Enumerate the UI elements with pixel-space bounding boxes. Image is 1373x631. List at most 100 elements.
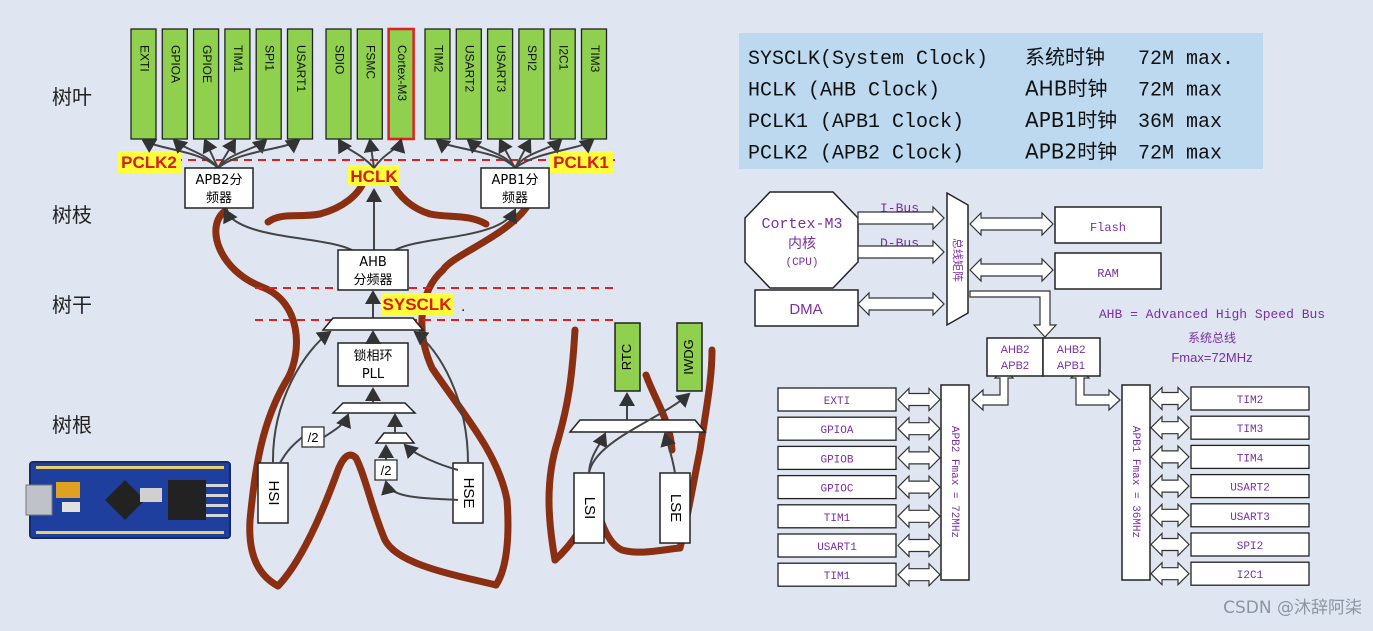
- apb1-peripheral-box: [1190, 561, 1310, 586]
- pll-source-mux: [331, 402, 417, 414]
- dbus-arrow: [857, 239, 945, 265]
- ahb-prescaler-line1: AHB: [359, 255, 387, 270]
- apb2-peripheral-label: USART1: [817, 542, 857, 554]
- apb2-peripheral-arrow: [897, 416, 941, 442]
- peripheral-label-usart1: USART1: [294, 45, 308, 92]
- apb1-peripheral-arrow: [1150, 444, 1190, 470]
- oscillator-paths: [271, 330, 469, 501]
- lsi-label: LSI: [581, 497, 598, 520]
- pclk1-highlight: [550, 151, 613, 173]
- clock-row-max: 72M max.: [1138, 48, 1234, 71]
- rtc-label: RTC: [619, 344, 634, 370]
- hse-div2-label: /2: [381, 463, 392, 478]
- dma-label: DMA: [789, 301, 822, 318]
- apb1-peripheral-arrow: [1150, 415, 1190, 441]
- apb1-bus-label: APB1 Fmax = 36MHz: [1129, 426, 1141, 538]
- watermark: CSDN @沐辞阿柒: [1223, 598, 1362, 618]
- ahb-fmax: Fmax=72MHz: [1171, 350, 1252, 365]
- peripheral-label-tim2: TIM2: [431, 45, 445, 73]
- apb2-peripheral-box: [777, 445, 897, 471]
- ahb-note-cn: 系统总线: [1188, 331, 1236, 345]
- peripheral-bar-usart3: [486, 28, 514, 140]
- apb1-peripheral-label: TIM4: [1237, 453, 1264, 465]
- peripheral-bar-cortex-m3: [387, 27, 415, 141]
- apb2-peripheral-box: [777, 533, 897, 558]
- apb2-peripheral-arrow: [897, 562, 941, 588]
- bridge2-line2: APB2: [1001, 360, 1029, 372]
- flash-label: Flash: [1090, 221, 1126, 235]
- peripheral-label-usart3: USART3: [494, 45, 508, 92]
- apb1-peripheral-arrow: [1150, 386, 1190, 411]
- apb2-peripheral-arrow: [897, 387, 941, 412]
- peripheral-label-tim3: TIM3: [588, 45, 602, 73]
- level-root: 树根: [52, 413, 92, 437]
- apb2-peripheral-label: GPIOA: [820, 425, 853, 437]
- clock-table-panel: [739, 33, 1263, 169]
- peripheral-bar-exti: [130, 28, 157, 140]
- apb2-bus-label: APB2 Fmax = 72MHz: [948, 426, 960, 538]
- peripheral-bar-tim1: [224, 28, 251, 140]
- cpu-octagon: [744, 191, 859, 289]
- flash-box: [1054, 206, 1162, 244]
- apb1-peripheral-label: USART3: [1230, 512, 1270, 524]
- pclk2-highlight: [118, 151, 181, 173]
- apb1-peripheral-label: TIM2: [1237, 395, 1263, 407]
- apb1-prescaler-line1: APB1分: [492, 173, 539, 188]
- hse-label: HSE: [460, 478, 477, 509]
- apb1-peripheral-arrow: [1150, 473, 1190, 499]
- dma-matrix-arrow: [857, 291, 945, 317]
- apb2-peripheral-label: TIM1: [824, 513, 851, 525]
- pll-line1: 锁相环: [353, 348, 392, 364]
- ahb-prescaler-line2: 分频器: [353, 273, 392, 288]
- apb2-peripheral-label: GPIOC: [820, 484, 853, 496]
- iwdg-bar: [676, 322, 703, 392]
- apb2-peripheral-box: [777, 387, 897, 412]
- sysclk-label: SYSCLK: [383, 295, 453, 314]
- clock-row-name: SYSCLK(System Clock): [748, 48, 988, 71]
- peripheral-label-cortex-m3: Cortex-M3: [395, 45, 409, 101]
- hclk-highlight: [348, 165, 400, 186]
- clock-row-max: 72M max: [1138, 80, 1222, 103]
- stm32-board-image: [25, 461, 231, 539]
- peripheral-label-sdio: SDIO: [332, 45, 346, 74]
- peripheral-bar-spi1: [255, 28, 282, 140]
- apb1-peripheral-label: I2C1: [1237, 570, 1264, 582]
- apb1-peripheral-box: [1190, 444, 1310, 470]
- bus-matrix: [946, 191, 969, 327]
- apb2-prescaler-line2: 频器: [206, 191, 232, 206]
- clock-row-cn: AHB时钟: [1025, 77, 1107, 101]
- apb1-peripheral-arrow: [1150, 561, 1190, 587]
- ram-label: RAM: [1097, 267, 1119, 281]
- apb2-prescaler-line1: APB2分: [196, 173, 243, 188]
- apb2-peripheral-arrow: [897, 503, 941, 529]
- peripheral-bar-fsmc: [356, 28, 383, 140]
- hsi-label: HSI: [265, 480, 282, 505]
- lse-label: LSE: [667, 494, 684, 522]
- rtc-bar: [614, 322, 641, 392]
- bridge1-line2: APB1: [1057, 360, 1085, 372]
- apb2-peripheral-box: [777, 474, 897, 500]
- apb2-peripheral-label: GPIOB: [820, 454, 853, 466]
- pll-line2: PLL: [362, 367, 385, 382]
- peripheral-label-tim1: TIM1: [231, 45, 245, 73]
- clock-row-max: 72M max: [1138, 143, 1222, 166]
- bus-arrows: [857, 205, 1121, 412]
- sysclk-dot: .: [461, 298, 465, 315]
- level-trunk: 树干: [52, 293, 92, 317]
- level-leaf: 树叶: [52, 85, 92, 109]
- apb2-bus-bar: [940, 384, 970, 581]
- peripheral-label-fsmc: FSMC: [364, 45, 378, 79]
- pclk2-label: PCLK2: [121, 153, 177, 172]
- level-branch: 树枝: [52, 203, 92, 227]
- apb2-peripheral-arrow: [897, 533, 941, 558]
- apb1-peripheral-box: [1190, 532, 1310, 557]
- apb1-peripheral-box: [1190, 415, 1310, 440]
- ahb-apb1-bridge: [1042, 337, 1101, 377]
- matrix-flash-arrow: [969, 211, 1054, 237]
- cpu-line3: (CPU): [785, 257, 818, 269]
- peripheral-label-gpioe: GPIOE: [200, 45, 214, 83]
- peripheral-bar-usart2: [455, 28, 482, 140]
- apb1-prescaler-box: [480, 167, 550, 209]
